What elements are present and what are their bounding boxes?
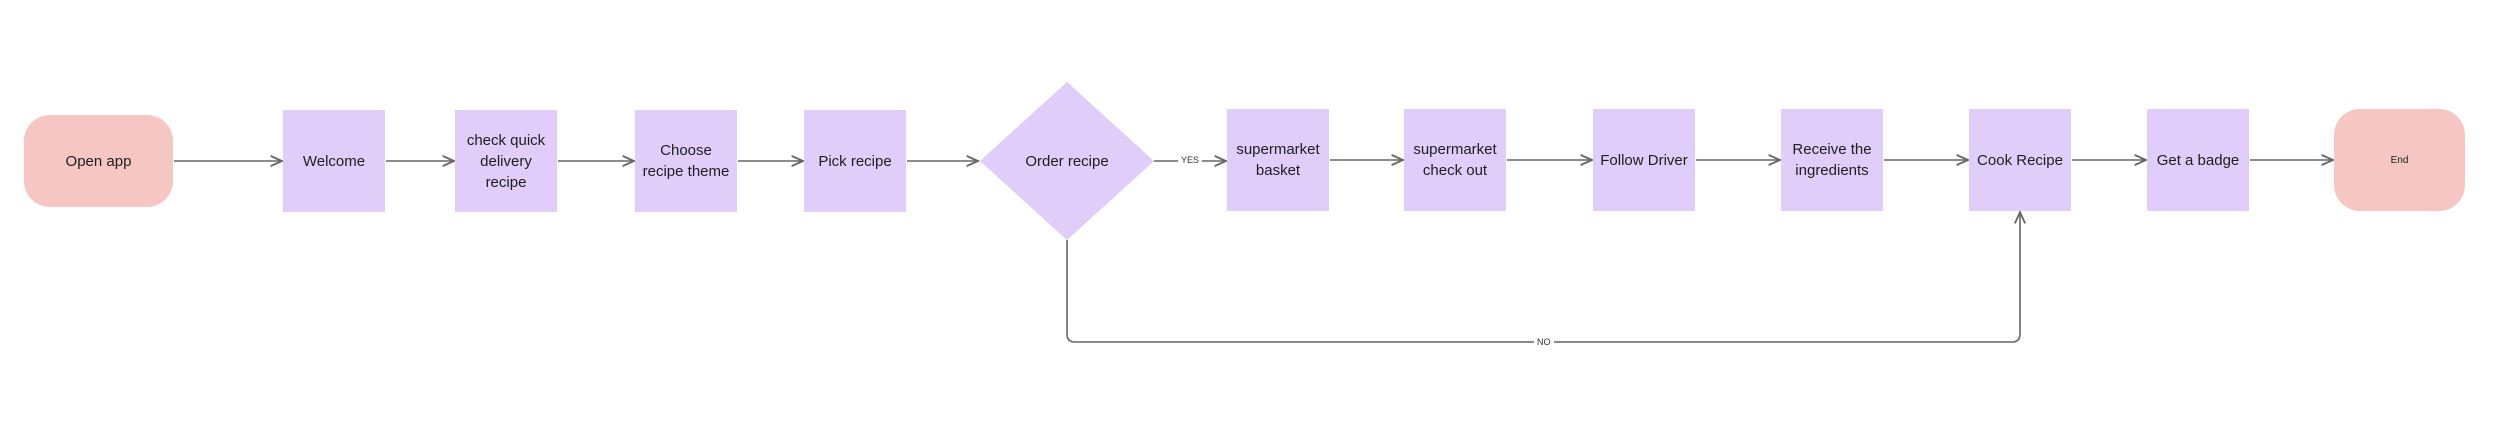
node-welcome: Welcome xyxy=(283,110,385,212)
node-order-recipe-label: Order recipe xyxy=(1025,152,1109,170)
node-check-quick-delivery-label: check quick delivery recipe xyxy=(466,131,546,191)
edge-label-no: NO xyxy=(1534,336,1554,348)
node-supermarket-checkout: supermarket check out xyxy=(1404,109,1506,211)
node-pick-recipe: Pick recipe xyxy=(804,110,906,212)
node-get-badge: Get a badge xyxy=(2147,109,2249,211)
node-follow-driver: Follow Driver xyxy=(1593,109,1695,211)
node-welcome-label: Welcome xyxy=(302,152,366,170)
node-pick-recipe-label: Pick recipe xyxy=(818,152,892,170)
node-cook-recipe: Cook Recipe xyxy=(1969,109,2071,211)
node-get-badge-label: Get a badge xyxy=(2156,151,2240,169)
node-supermarket-checkout-label: supermarket check out xyxy=(1413,141,1497,179)
node-end-label: End xyxy=(2390,154,2409,166)
node-receive-ingredients-label: Receive the ingredients xyxy=(1792,141,1872,179)
node-supermarket-basket-label: supermarket basket xyxy=(1236,141,1320,179)
node-choose-recipe-theme-label: Choose recipe theme xyxy=(642,142,730,180)
node-follow-driver-label: Follow Driver xyxy=(1600,151,1688,169)
decision-diamond-shape xyxy=(980,82,1154,240)
node-open-app-label: Open app xyxy=(65,152,132,170)
node-order-recipe: Order recipe xyxy=(1007,140,1127,182)
node-end: End xyxy=(2334,109,2465,211)
node-choose-recipe-theme: Choose recipe theme xyxy=(635,110,737,212)
node-check-quick-delivery: check quick delivery recipe xyxy=(455,110,557,212)
edge-label-yes: YES xyxy=(1178,154,1203,166)
node-open-app: Open app xyxy=(24,115,173,207)
arrow-order-no-to-cook xyxy=(1066,212,2020,343)
node-cook-recipe-label: Cook Recipe xyxy=(1977,151,2063,169)
node-receive-ingredients: Receive the ingredients xyxy=(1781,109,1883,211)
node-supermarket-basket: supermarket basket xyxy=(1227,109,1329,211)
